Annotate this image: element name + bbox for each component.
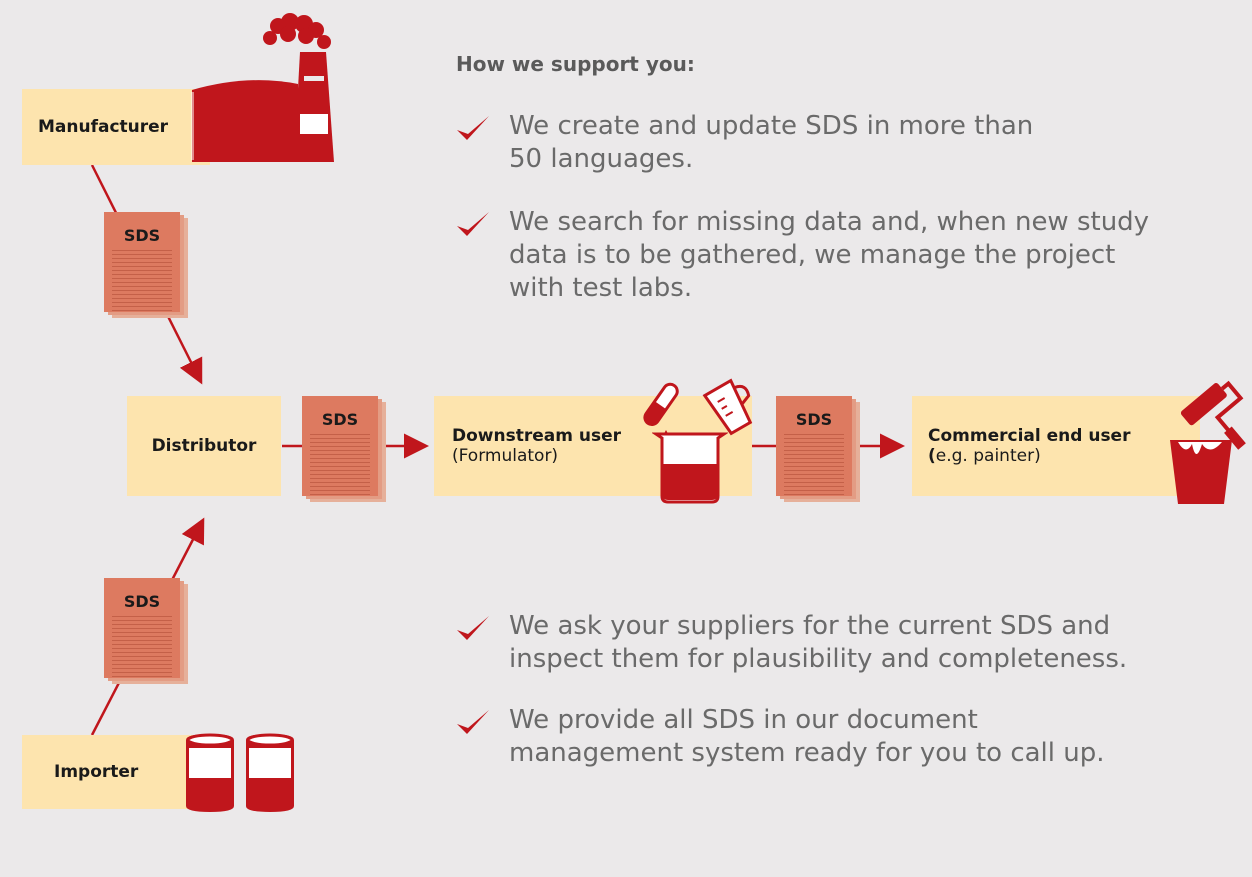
sds-label: SDS [123, 226, 161, 245]
sds-label: SDS [795, 410, 833, 429]
sds-document-distributor: SDS [302, 396, 386, 502]
support-bullet: We create and update SDS in more than 50… [455, 110, 1215, 180]
sds-label: SDS [321, 410, 359, 429]
manufacturer-label: Manufacturer [38, 117, 169, 137]
factory-icon [191, 13, 334, 162]
paint-bucket-icon [1170, 440, 1232, 504]
sds-document-manufacturer: SDS [104, 212, 188, 318]
commercial-end-user-sublabel: (e.g. painter) [928, 446, 1041, 466]
check-icon [457, 710, 489, 734]
measuring-jug-icon [702, 378, 753, 436]
commercial-end-user-box: Commercial end user (e.g. painter) [912, 396, 1200, 496]
support-bullet: We provide all SDS in our document manag… [455, 704, 1215, 774]
sds-document-downstream: SDS [776, 396, 860, 502]
support-heading: How we support you: [456, 52, 695, 76]
importer-label: Importer [54, 762, 139, 782]
check-icon [457, 116, 489, 140]
sds-document-importer: SDS [104, 578, 188, 684]
support-bullet: We ask your suppliers for the current SD… [455, 610, 1215, 680]
barrels-icon [186, 733, 294, 812]
check-icon [457, 212, 489, 236]
distributor-box: Distributor [127, 396, 281, 496]
commercial-end-user-label: Commercial end user [928, 426, 1131, 446]
beaker-icon [652, 432, 728, 504]
check-icon [457, 616, 489, 640]
paint-roller-icon [1180, 380, 1246, 450]
support-bullet: We search for missing data and, when new… [455, 206, 1215, 310]
manufacturer-box: Manufacturer [22, 89, 210, 165]
sds-label: SDS [123, 592, 161, 611]
downstream-user-sublabel: (Formulator) [452, 446, 559, 466]
distributor-label: Distributor [151, 436, 257, 456]
importer-box: Importer [22, 735, 210, 809]
downstream-user-label: Downstream user [452, 426, 621, 446]
